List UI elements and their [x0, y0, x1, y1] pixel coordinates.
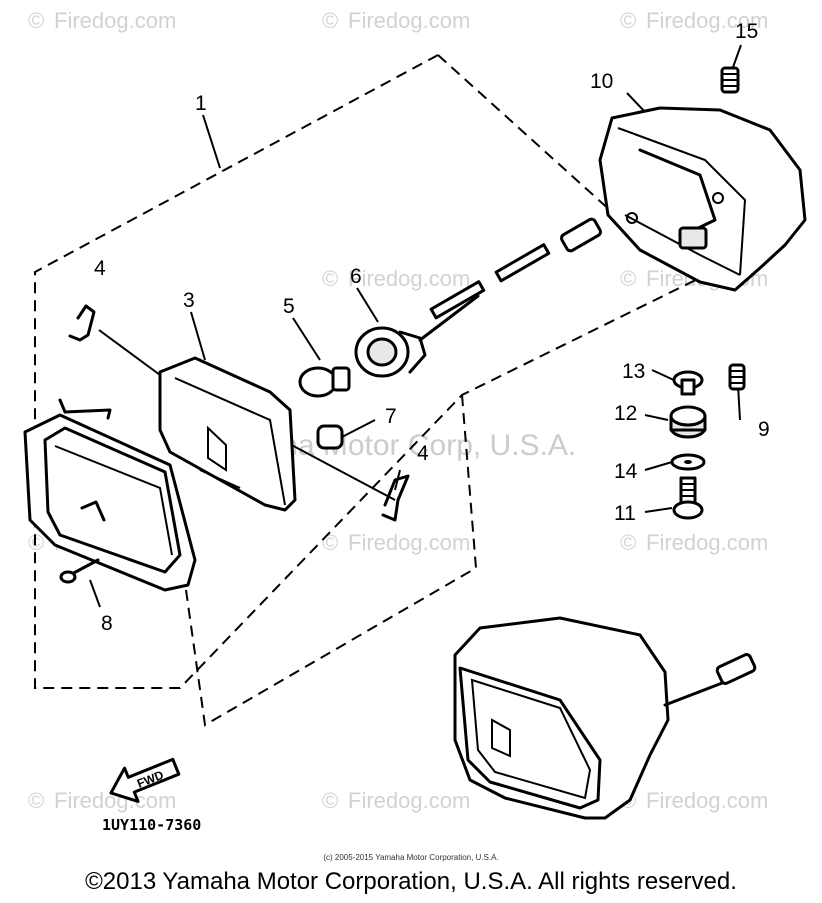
watermark-symbol: © — [28, 8, 44, 33]
watermark-symbol: © — [322, 266, 338, 291]
screw-9 — [728, 363, 746, 391]
watermark-text: Firedog.com — [348, 8, 470, 33]
pilot-bulb — [316, 424, 344, 450]
watermark-text: Firedog.com — [646, 8, 768, 33]
callout-11: 11 — [614, 502, 636, 525]
callout-6: 6 — [350, 265, 362, 288]
small-credit: (c) 2005-2015 Yamaha Motor Corporation, … — [323, 853, 499, 862]
watermark-text: Firedog.com — [646, 530, 768, 555]
callout-8: 8 — [101, 612, 113, 635]
watermark-symbol: © — [322, 788, 338, 813]
assembly-outline-lower — [185, 394, 478, 727]
mount-bolt-13 — [672, 370, 704, 396]
screw-15 — [720, 66, 740, 94]
callout-12: 12 — [614, 402, 637, 425]
headlight-rim — [23, 398, 197, 592]
callout-4-upper: 4 — [94, 257, 106, 280]
assembly-outline-right — [437, 54, 613, 213]
watermark-symbol: © — [322, 530, 338, 555]
watermark-text: Firedog.com — [54, 8, 176, 33]
watermark-symbol: © — [322, 8, 338, 33]
headlight-housing — [598, 106, 807, 292]
headlight-unit — [158, 356, 297, 512]
watermark-symbol: © — [28, 788, 44, 813]
watermark-symbol: © — [620, 266, 636, 291]
callout-4-lower: 4 — [417, 442, 429, 465]
grommet-12 — [669, 405, 707, 439]
screw-8 — [59, 558, 100, 584]
spring-clip-upper — [68, 304, 96, 342]
washer-14 — [670, 453, 706, 471]
watermark-symbol: © — [620, 530, 636, 555]
callout-labels: 1 3 4 4 5 6 7 8 9 10 11 12 13 14 15 — [94, 20, 770, 635]
callout-1: 1 — [195, 92, 207, 115]
drawing-code: 1UY110-7360 — [102, 816, 201, 834]
assembled-headlight — [453, 616, 757, 820]
bulb-socket — [354, 326, 427, 378]
callout-9: 9 — [758, 418, 770, 441]
watermark-symbol: © — [28, 530, 44, 555]
bolt-11 — [672, 476, 704, 520]
spring-clip-lower — [381, 474, 410, 522]
wire-harness — [418, 217, 602, 342]
copyright-notice: ©2013 Yamaha Motor Corporation, U.S.A. A… — [85, 868, 737, 895]
callout-14: 14 — [614, 460, 638, 483]
bulb — [298, 366, 351, 398]
callout-10: 10 — [590, 70, 613, 93]
watermark-text: Firedog.com — [348, 788, 470, 813]
callout-15: 15 — [735, 20, 758, 43]
callout-13: 13 — [622, 360, 645, 383]
callout-5: 5 — [283, 295, 295, 318]
watermark-text: Firedog.com — [348, 266, 470, 291]
watermark-text: Firedog.com — [646, 788, 768, 813]
watermark-text: Firedog.com — [348, 530, 470, 555]
assembly-outline — [34, 54, 721, 689]
callout-3: 3 — [183, 289, 195, 312]
callout-7: 7 — [385, 405, 397, 428]
watermark-symbol: © — [620, 8, 636, 33]
